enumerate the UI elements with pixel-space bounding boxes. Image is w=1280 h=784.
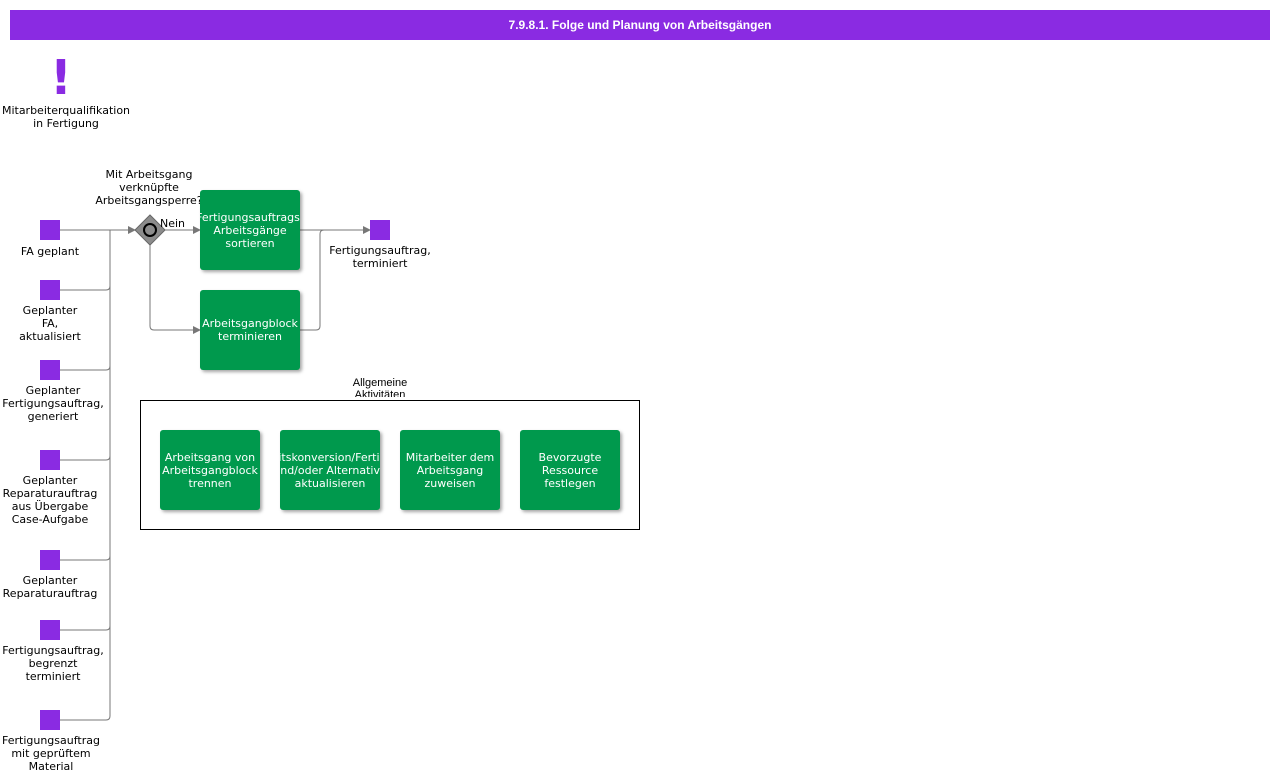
- event-label: Geplanter Reparaturauftrag: [2, 574, 98, 600]
- task-label: Bevorzugte Ressource festlegen: [538, 450, 602, 490]
- end-event-label: Fertigungsauftrag, terminiert: [329, 244, 431, 270]
- task-label: Fertigungsauftrags- Arbeitsgänge sortier…: [200, 210, 300, 250]
- task-label: Mitarbeiter dem Arbeitsgang zuweisen: [405, 450, 495, 490]
- start-event-reparaturauftrag-case[interactable]: [40, 450, 60, 470]
- event-label: Fertigungsauftrag, begrenzt terminiert: [2, 644, 104, 683]
- gateway-question: Mit Arbeitsgang verknüpfte Arbeitsgangsp…: [95, 168, 203, 207]
- gateway-diamond: [134, 214, 166, 246]
- start-event-fa-geplant[interactable]: [40, 220, 60, 240]
- event-label: Fertigungsauftrag mit geprüftem Material: [2, 734, 100, 773]
- task-ressource-festlegen[interactable]: Bevorzugte Ressource festlegen: [520, 430, 620, 510]
- start-event-reparaturauftrag[interactable]: [40, 550, 60, 570]
- event-label: Geplanter Fertigungsauftrag, generiert: [2, 384, 104, 423]
- task-arbeitsgangblock-terminieren[interactable]: Arbeitsgangblock terminieren: [200, 290, 300, 370]
- start-event-fa-aktualisiert[interactable]: [40, 280, 60, 300]
- end-event-fertigungsauftrag-terminiert[interactable]: [370, 220, 390, 240]
- task-mitarbeiter-zuweisen[interactable]: Mitarbeiter dem Arbeitsgang zuweisen: [400, 430, 500, 510]
- task-label: Arbeitskonversion/Fertigung und/oder Alt…: [280, 450, 380, 490]
- event-label: Geplanter FA, aktualisiert: [19, 304, 81, 343]
- task-label: Arbeitsgang von Arbeitsgangblock trennen: [162, 450, 258, 490]
- group-title: Allgemeine Aktivitäten: [352, 377, 408, 397]
- task-arbeitskonversion-aktualisieren[interactable]: Arbeitskonversion/Fertigung und/oder Alt…: [280, 430, 380, 510]
- page-title: 7.9.8.1. Folge und Planung von Arbeitsgä…: [10, 10, 1270, 40]
- start-event-begrenzt-terminiert[interactable]: [40, 620, 60, 640]
- event-label: Geplanter Reparaturauftrag aus Übergabe …: [2, 474, 98, 526]
- start-event-gepruftes-material[interactable]: [40, 710, 60, 730]
- event-label: FA geplant: [20, 245, 80, 258]
- task-arbeitsgaenge-sortieren[interactable]: Fertigungsauftrags- Arbeitsgänge sortier…: [200, 190, 300, 270]
- task-label: Arbeitsgangblock terminieren: [202, 317, 298, 343]
- task-arbeitsgang-trennen[interactable]: Arbeitsgang von Arbeitsgangblock trennen: [160, 430, 260, 510]
- start-event-fertigungsauftrag-generiert[interactable]: [40, 360, 60, 380]
- reference-label: Mitarbeiterqualifikation in Fertigung: [1, 104, 131, 130]
- flow-gateway-yes: [149, 244, 201, 334]
- gateway-no-label: Nein: [160, 217, 186, 230]
- exclamation-icon[interactable]: !: [50, 50, 72, 106]
